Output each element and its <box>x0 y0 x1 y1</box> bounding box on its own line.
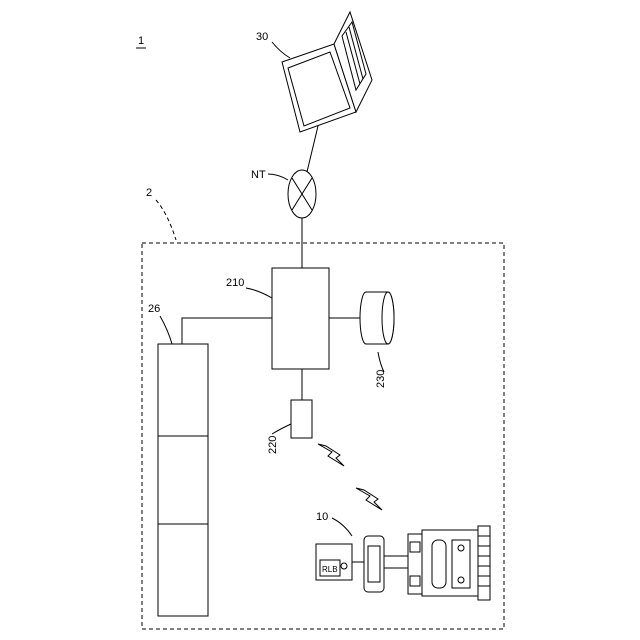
robot-vehicle: RLB <box>316 526 490 600</box>
leader-computer <box>272 42 290 58</box>
wireless-signal-icon-2 <box>356 488 382 510</box>
leader-database <box>378 352 384 372</box>
label-network: NT <box>251 169 266 181</box>
link-laptop-network <box>306 126 318 176</box>
leader-conveyor <box>160 316 172 344</box>
transceiver-box <box>291 400 312 438</box>
leader-transceiver <box>272 424 291 434</box>
leader-network <box>268 174 288 180</box>
label-database: 230 <box>375 370 387 388</box>
network-node <box>288 170 316 218</box>
leader-system <box>156 200 176 240</box>
wireless-signal-icon <box>318 444 344 466</box>
link-server-conveyor <box>182 318 272 344</box>
label-server: 210 <box>226 277 244 289</box>
label-computer: 30 <box>256 31 268 43</box>
label-system: 2 <box>146 187 152 199</box>
server-box <box>272 268 329 369</box>
robot-track <box>478 526 490 600</box>
robot-window <box>432 540 446 588</box>
robot-panel-text: RLB <box>322 565 338 574</box>
laptop-computer <box>282 12 372 132</box>
label-transceiver: 220 <box>267 436 279 454</box>
leader-robot <box>332 518 352 536</box>
figure-number: 1 <box>138 35 144 47</box>
database-cylinder <box>360 292 394 344</box>
label-conveyor: 26 <box>148 303 160 315</box>
conveyor-belt <box>158 344 208 616</box>
label-robot: 10 <box>316 511 328 523</box>
leader-server <box>246 288 272 298</box>
